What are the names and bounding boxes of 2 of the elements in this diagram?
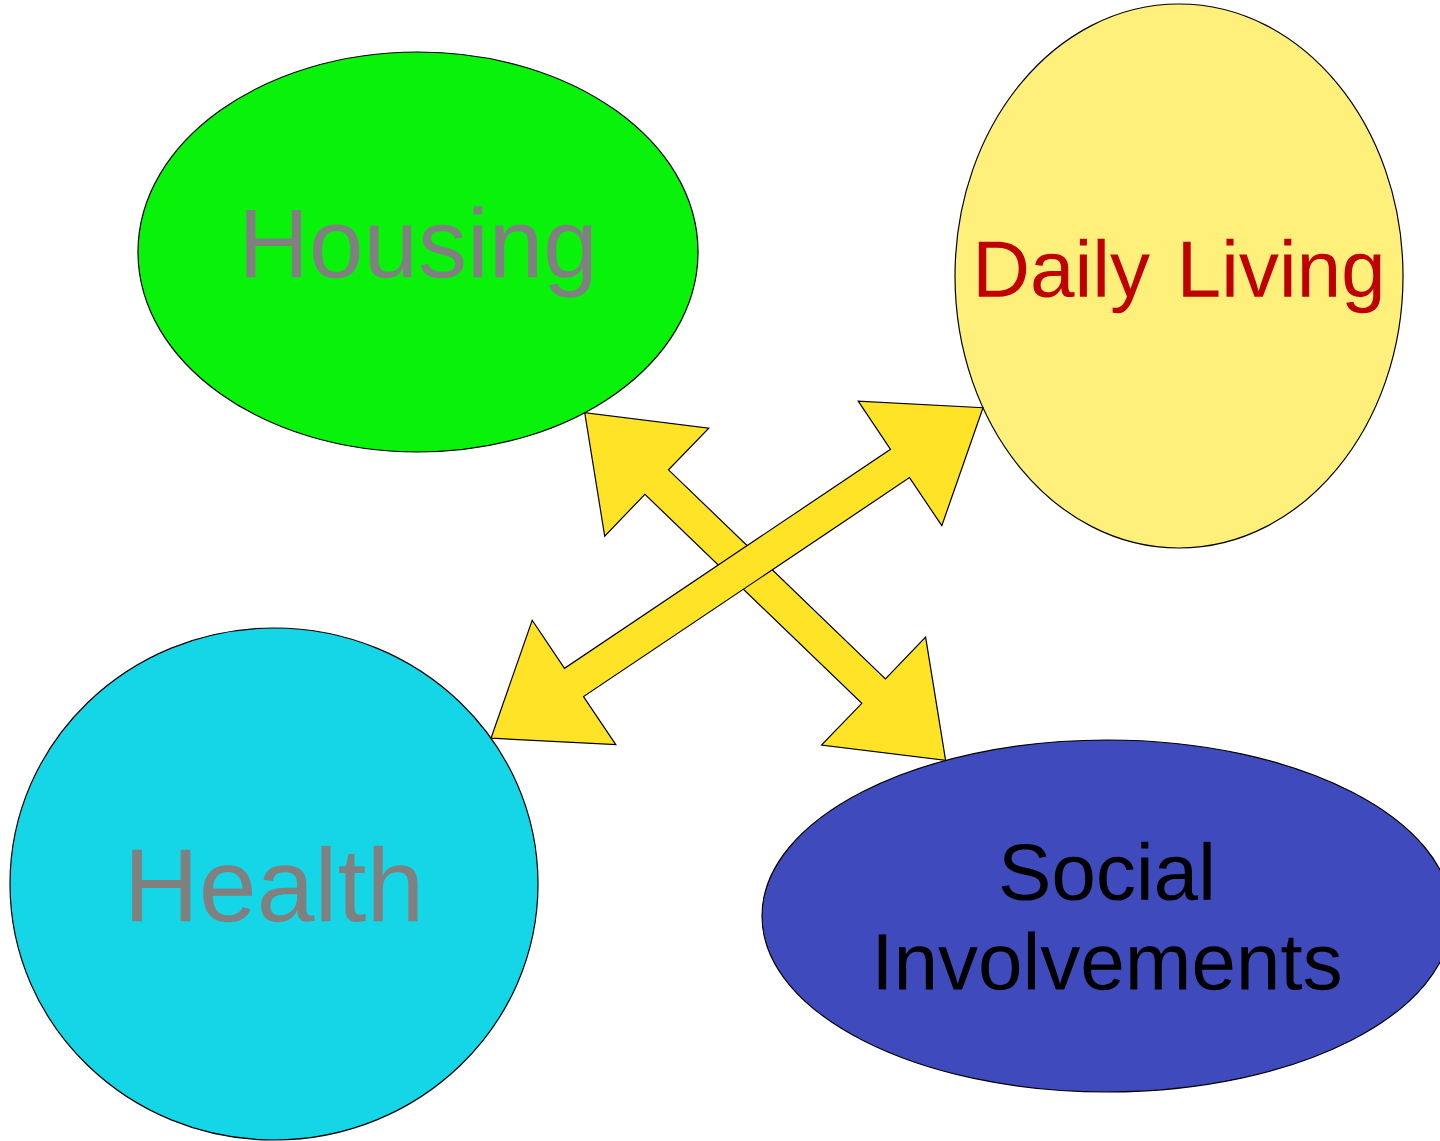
- double-arrow: [584, 412, 947, 762]
- double-arrow: [490, 400, 984, 746]
